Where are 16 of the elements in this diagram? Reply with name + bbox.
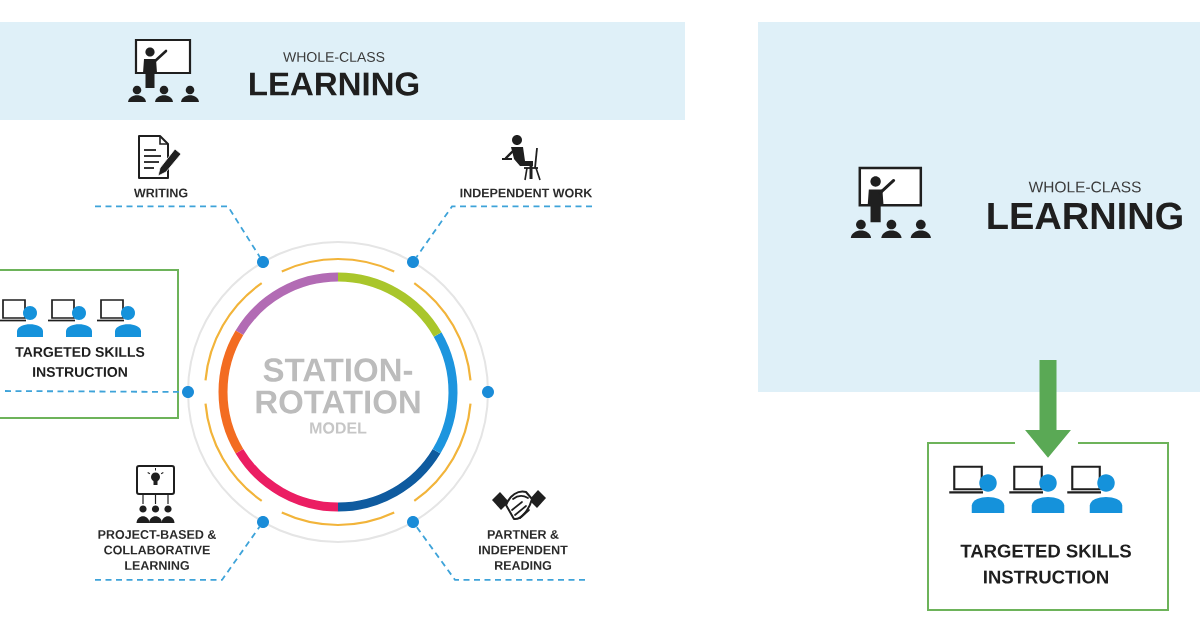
ring-title: STATION- ROTATION: [256, 358, 420, 414]
station-label: INDEPENDENT WORK: [460, 188, 593, 198]
station-label: PARTNER & INDEPENDENT READING: [479, 530, 568, 570]
station-label: TARGETED SKILLS INSTRUCTION: [960, 544, 1131, 584]
station-label: WRITING: [133, 188, 188, 198]
banner-panel: [758, 22, 1200, 392]
station-label: TARGETED SKILLS INSTRUCTION: [15, 347, 145, 377]
ring-subtitle: MODEL: [310, 422, 367, 434]
station-box: [0, 269, 179, 419]
station-label: PROJECT-BASED & COLLABORATIVE LEARNING: [98, 530, 216, 570]
station-box: [927, 442, 1169, 611]
panel-title: LEARNING: [250, 72, 419, 96]
panel-subtitle: WHOLE-CLASS: [1028, 181, 1141, 193]
panel-subtitle: WHOLE-CLASS: [283, 52, 385, 62]
panel-title: LEARNING: [988, 202, 1182, 230]
banner-panel: [0, 22, 685, 120]
